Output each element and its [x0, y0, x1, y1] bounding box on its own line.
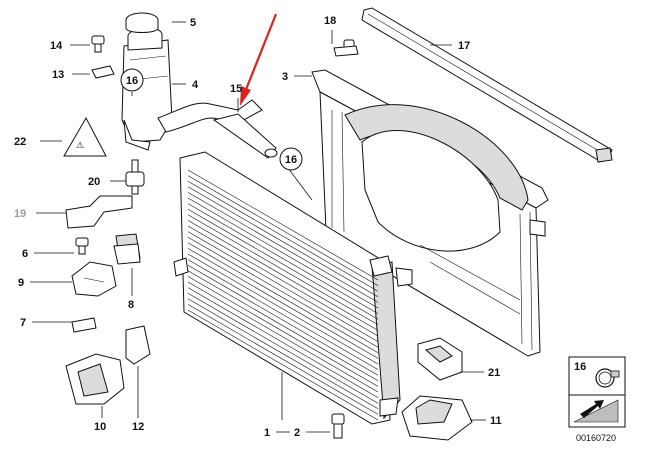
radiator-fin: [187, 175, 379, 286]
label-17: 17: [458, 40, 470, 52]
radiator-fin: [187, 276, 379, 387]
screw-6: [75, 237, 89, 255]
radiator-fin: [187, 264, 379, 376]
expansion-tank-cap: [125, 12, 159, 33]
radiator-fin: [187, 225, 379, 337]
bolt-14: [91, 35, 105, 53]
radiator-fin: [187, 259, 379, 370]
legend-ref-16: 16: [574, 361, 586, 373]
radiator-fin: [187, 208, 379, 320]
radiator-fin: [187, 186, 379, 298]
mount-8: [113, 233, 141, 265]
callout-16-tank: 16: [120, 68, 144, 92]
label-19: 19: [14, 208, 26, 220]
radiator-fin: [187, 220, 379, 331]
svg-text:16: 16: [126, 75, 138, 87]
bracket-9: [71, 261, 117, 297]
label-11: 11: [490, 415, 502, 427]
catalog-arrow-icon: [573, 399, 619, 423]
radiator-fin: [187, 236, 379, 348]
radiator-fin: [187, 248, 379, 359]
coolant-hose: [157, 99, 278, 159]
radiator-fin: [187, 214, 379, 326]
radiator-fin: [187, 292, 379, 404]
radiator-fin: [187, 203, 379, 314]
red-pointer-arrow: [240, 13, 278, 106]
callout-16-radiator: 16: [279, 147, 303, 171]
label-20: 20: [88, 176, 100, 188]
label-3: 3: [282, 71, 288, 83]
radiator-fin: [187, 281, 379, 393]
label-8: 8: [128, 299, 134, 311]
hose-clamp-icon: [595, 368, 620, 388]
bracket-19: [65, 195, 133, 229]
label-5: 5: [190, 17, 196, 29]
label-6: 6: [22, 248, 28, 260]
label-7: 7: [20, 317, 26, 329]
label-14: 14: [50, 40, 63, 52]
clip-7: [71, 317, 97, 333]
part-labels: 5 14 13 4 15 3 18 17 22 20 19 6 9 8 7 10…: [14, 15, 502, 439]
label-18: 18: [324, 15, 336, 27]
clip-13: [91, 65, 115, 79]
label-22: 22: [14, 136, 26, 148]
drain-plug-2: [331, 413, 345, 439]
image-code: 00160720: [576, 433, 616, 443]
label-9: 9: [18, 277, 24, 289]
sensor-20: [125, 159, 145, 195]
pin-18: [333, 39, 359, 57]
bracket-10: [65, 353, 125, 405]
radiator-fin: [187, 197, 379, 309]
label-15: 15: [230, 83, 242, 95]
label-4: 4: [192, 79, 199, 91]
svg-text:16: 16: [285, 154, 297, 166]
label-12: 12: [132, 421, 144, 433]
legend-box: 16 00160720: [568, 356, 626, 443]
radiator-fin: [187, 309, 379, 421]
radiator-fin: [187, 270, 379, 382]
radiator-fin: [187, 304, 379, 415]
radiator-fin: [187, 242, 379, 354]
label-21: 21: [488, 367, 500, 379]
radiator-fin: [187, 287, 379, 398]
mount-21: [417, 337, 463, 381]
radiator-fin: [187, 298, 379, 410]
label-2: 2: [294, 427, 300, 439]
label-13: 13: [52, 69, 64, 81]
bracket-11: [401, 395, 473, 441]
rubber-mount-12: [125, 325, 151, 365]
svg-text:⚠: ⚠: [76, 140, 84, 150]
radiator-fin: [187, 253, 379, 365]
label-10: 10: [94, 421, 106, 433]
expansion-tank: [121, 27, 173, 151]
radiator-fin: [187, 169, 379, 281]
leader-lines: [30, 21, 486, 433]
radiator-fin: [187, 231, 379, 342]
fan-shroud: [311, 69, 549, 357]
seal-strip: [361, 7, 613, 163]
radiator-fin: [187, 180, 379, 292]
warning-label-22: ⚠: [63, 116, 107, 157]
radiator-fin: [187, 192, 379, 303]
label-1: 1: [264, 427, 270, 439]
radiator: [173, 151, 413, 425]
